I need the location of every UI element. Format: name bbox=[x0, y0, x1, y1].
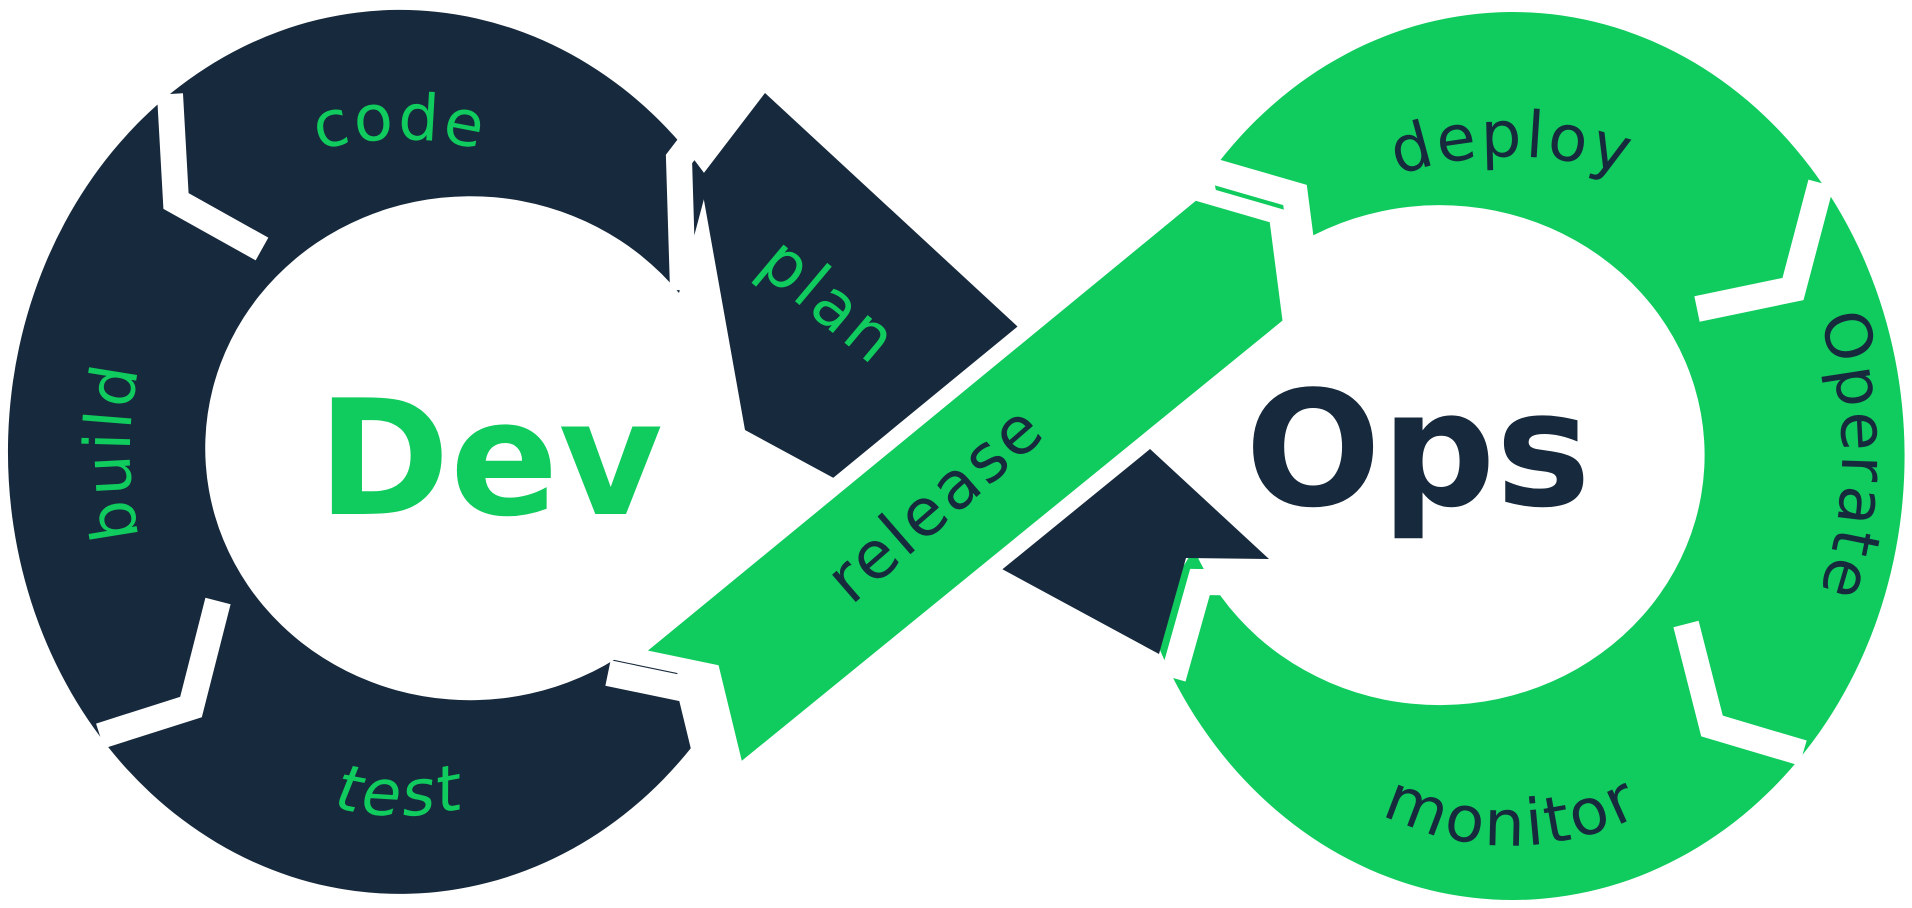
separator-test-release-chevron-icon bbox=[605, 660, 728, 797]
ops-title: Ops bbox=[1245, 356, 1591, 543]
separator-code-build-chevron-icon bbox=[157, 93, 269, 261]
separator-monitor-plan-chevron-icon bbox=[1160, 568, 1284, 682]
ops-loop-ring bbox=[1149, 12, 1905, 901]
release-ribbon bbox=[611, 183, 1300, 790]
stage-label-code: code bbox=[306, 81, 493, 165]
separator-operate-monitor-chevron-icon bbox=[1673, 620, 1807, 766]
separator-build-test-chevron-icon bbox=[96, 597, 231, 749]
separator-deploy-operate-chevron-icon bbox=[1694, 179, 1834, 322]
stage-label-test: test bbox=[330, 751, 470, 832]
dev-title: Dev bbox=[317, 365, 663, 552]
separator-plan-code-chevron-icon bbox=[665, 66, 755, 291]
separator-release-deploy-chevron-icon bbox=[1208, 158, 1322, 305]
dev-loop-ring bbox=[7, 9, 709, 894]
